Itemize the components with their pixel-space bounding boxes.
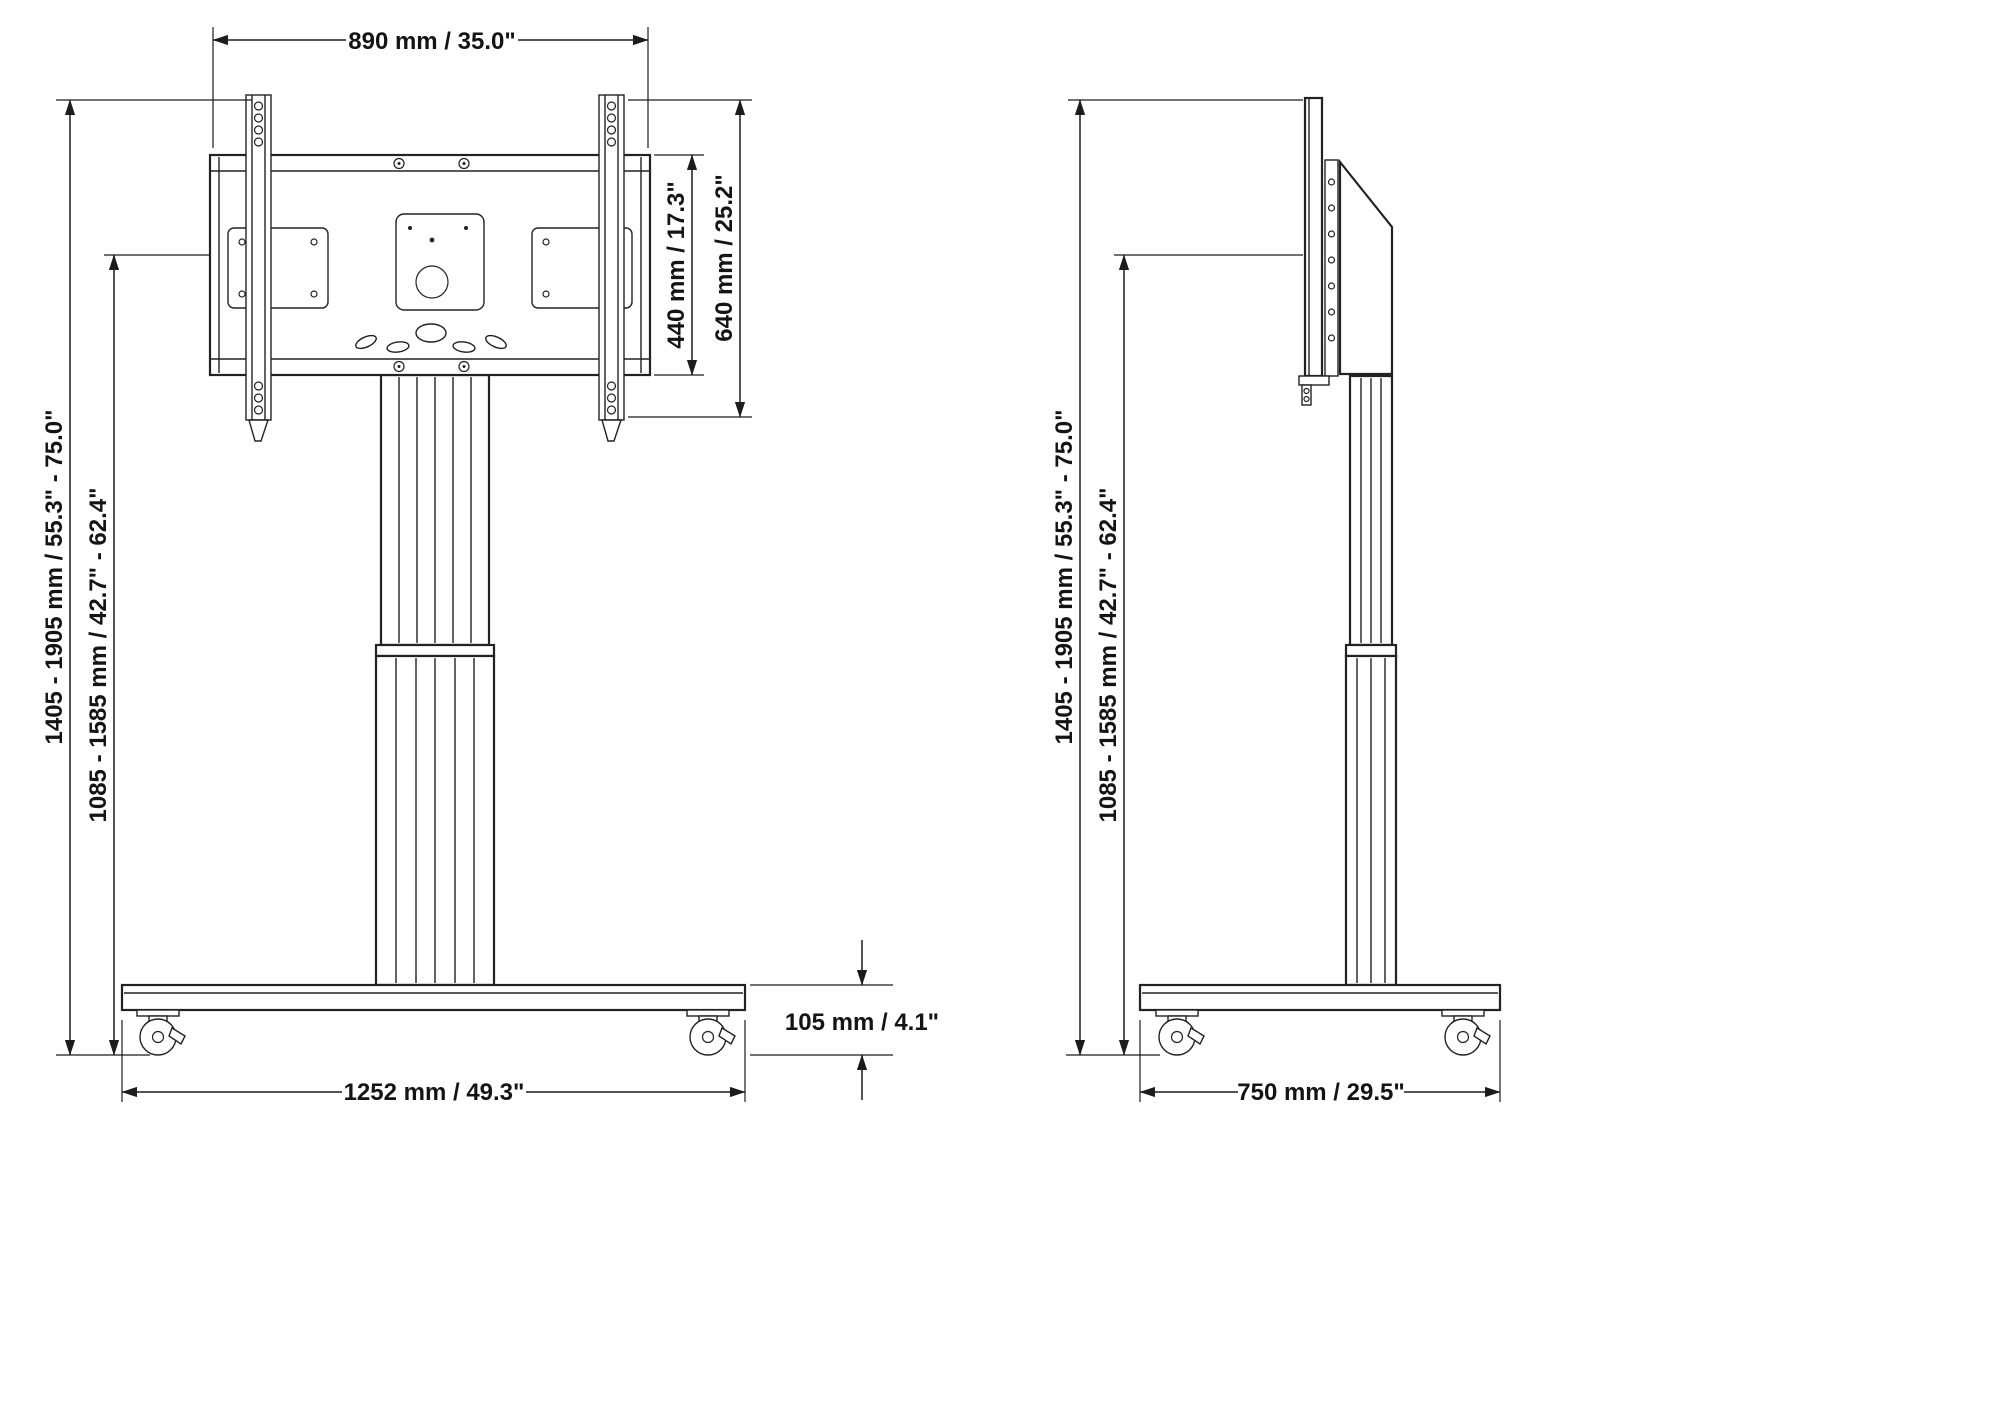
mount-plate xyxy=(208,153,652,377)
lift-column-front xyxy=(374,373,496,987)
dim-lift-height-side: 1085 - 1585 mm / 42.7" - 62.4" xyxy=(1095,488,1122,823)
caster-side-front xyxy=(1155,1009,1205,1056)
display-panel-side xyxy=(1298,96,1330,406)
side-dimension-lines: 1405 - 1905 mm / 55.3" - 75.0" 1085 - 15… xyxy=(1051,99,1501,1106)
mount-bracket-side xyxy=(1324,159,1339,377)
caster-side-rear xyxy=(1441,1009,1491,1056)
lift-column-side xyxy=(1344,374,1398,987)
dim-mount-height: 640 mm / 25.2" xyxy=(711,174,738,341)
vesa-rail-left xyxy=(245,94,272,442)
caster-front-left xyxy=(136,1009,186,1056)
dim-overall-height: 1405 - 1905 mm / 55.3" - 75.0" xyxy=(41,410,68,745)
side-view: 1405 - 1905 mm / 55.3" - 75.0" 1085 - 15… xyxy=(1051,96,1502,1106)
mount-gusset-side xyxy=(1338,158,1394,376)
dim-vesa-height: 440 mm / 17.3" xyxy=(663,181,690,348)
dim-bracket-width: 890 mm / 35.0" xyxy=(348,28,515,55)
dim-overall-height-side: 1405 - 1905 mm / 55.3" - 75.0" xyxy=(1051,410,1078,745)
vesa-rail-right xyxy=(598,94,625,442)
front-dimension-lines: 890 mm / 35.0" 1405 - 1905 mm / 55.3" - … xyxy=(41,27,939,1106)
caster-front-right xyxy=(686,1009,736,1056)
base-front xyxy=(120,983,747,1012)
dim-base-width: 1252 mm / 49.3" xyxy=(344,1079,525,1106)
base-side xyxy=(1138,983,1502,1012)
dim-lift-height: 1085 - 1585 mm / 42.7" - 62.4" xyxy=(85,488,112,823)
dim-base-depth: 750 mm / 29.5" xyxy=(1237,1079,1404,1106)
front-view: 890 mm / 35.0" 1405 - 1905 mm / 55.3" - … xyxy=(41,27,939,1106)
dim-base-height: 105 mm / 4.1" xyxy=(785,1009,939,1036)
